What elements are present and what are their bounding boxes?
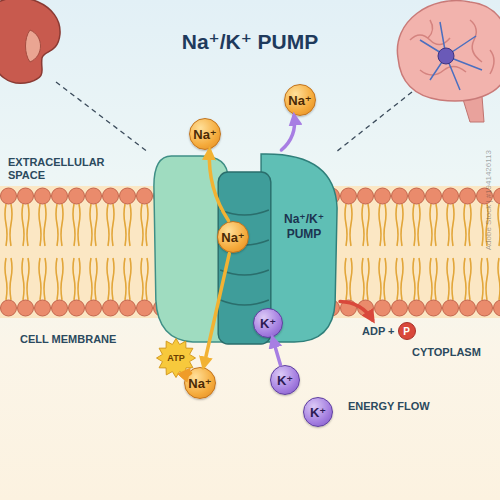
brain-folds (410, 20, 494, 75)
pump-label: Na⁺/K⁺ PUMP (272, 212, 336, 242)
sodium-ion: Na⁺ (184, 367, 216, 399)
brain-shape (397, 1, 500, 101)
phosphate-circle: P (398, 322, 416, 340)
sodium-ion: Na⁺ (284, 84, 316, 116)
brain-illustration (397, 1, 500, 122)
renal-pelvis (26, 30, 41, 62)
sodium-ion: Na⁺ (189, 118, 221, 150)
diagram-title: Na⁺/K⁺ PUMP (0, 30, 500, 54)
region-label: ENERGY FLOW (348, 400, 448, 413)
region-label: CYTOPLASM (412, 346, 498, 359)
potassium-ion: K⁺ (270, 365, 300, 395)
ion-symbol: Na⁺ (288, 93, 311, 108)
pump-protein: Na⁺/K⁺ PUMP Na⁺ K⁺ (150, 150, 340, 345)
kidney-shape (0, 0, 60, 83)
flow-arrow (281, 116, 294, 150)
neuron-body (438, 48, 454, 64)
watermark: Adobe Stock | #1941426113 (484, 150, 493, 250)
region-label: CELL MEMBRANE (20, 333, 130, 346)
potassium-ion: K⁺ (303, 397, 333, 427)
neuron-branches (420, 22, 482, 90)
ion-symbol: K⁺ (260, 316, 276, 331)
product-label: ADP + (362, 325, 395, 337)
leader-line (336, 92, 412, 152)
sodium-ion: Na⁺ (217, 221, 249, 253)
region-label: EXTRACELLULAR SPACE (8, 156, 98, 182)
flow-arrow (340, 302, 373, 321)
atp-label: ATP (167, 353, 184, 363)
pump-left-subunit (154, 156, 228, 342)
adp-product: ADP +P (362, 320, 422, 342)
ion-symbol: K⁺ (277, 373, 293, 388)
kidney-illustration (0, 0, 60, 83)
ion-symbol: Na⁺ (221, 230, 244, 245)
leader-line (56, 82, 148, 152)
ion-symbol: Na⁺ (193, 127, 216, 142)
potassium-ion: K⁺ (253, 308, 283, 338)
ion-symbol: K⁺ (310, 405, 326, 420)
ion-symbol: Na⁺ (188, 376, 211, 391)
